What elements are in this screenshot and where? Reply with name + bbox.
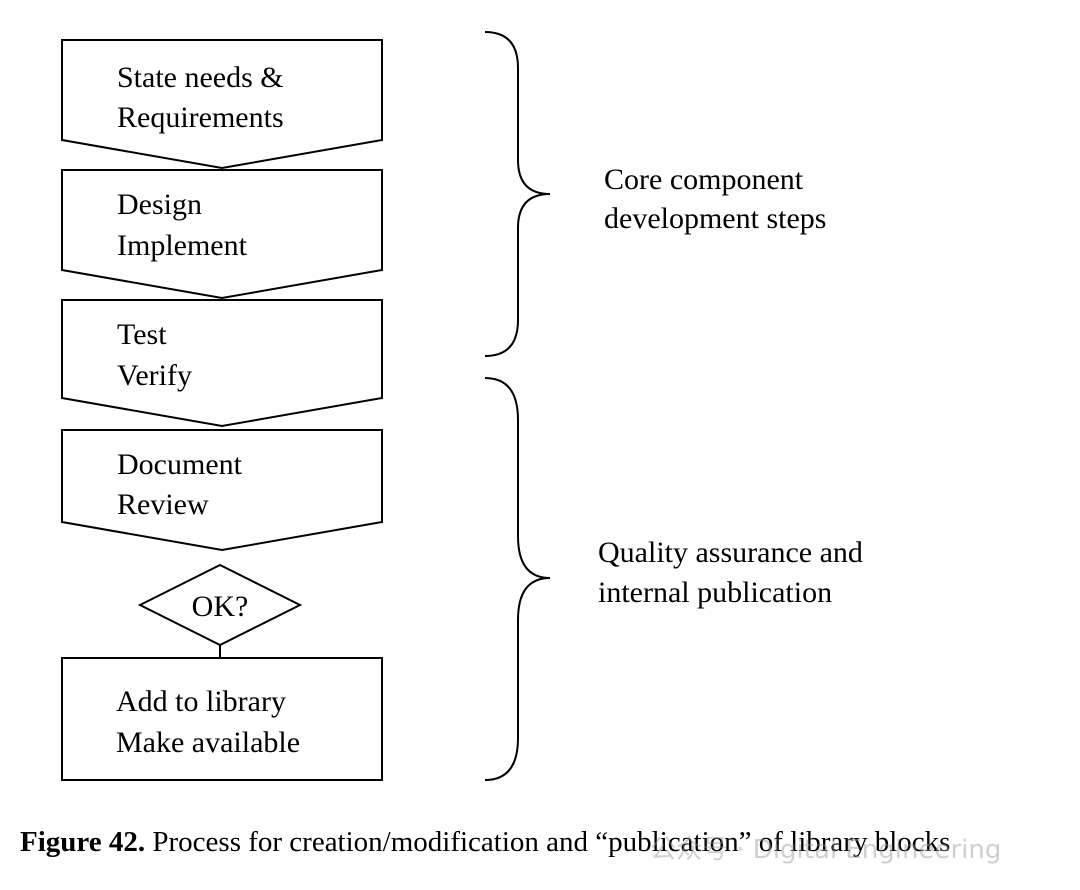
figure-caption-label: Figure 42. (20, 826, 146, 858)
step-design: Design Implement (61, 169, 383, 300)
group-label-core-line1: Core component (604, 163, 804, 196)
group-label-quality-line1: Quality assurance and (598, 536, 863, 569)
step-design-line1: Design (117, 188, 202, 221)
step-state-needs-line2: Requirements (117, 101, 284, 134)
step-add-to-library: Add to library Make available (61, 657, 383, 781)
brace-core-development (484, 31, 551, 357)
group-label-quality-line2: internal publication (598, 576, 832, 609)
group-label-core-line2: development steps (604, 202, 826, 235)
figure-caption: Figure 42. Process for creation/modifica… (20, 826, 1080, 859)
group-label-quality: Quality assurance and internal publicati… (598, 536, 863, 609)
figure-caption-text: Process for creation/modification and “p… (152, 826, 951, 858)
step-add-to-library-line2: Make available (116, 726, 300, 759)
step-document-line1: Document (117, 448, 243, 481)
step-state-needs-line1: State needs & (117, 61, 284, 94)
step-state-needs: State needs & Requirements (61, 39, 383, 170)
step-test: Test Verify (61, 299, 383, 428)
step-test-line2: Verify (117, 359, 192, 392)
step-document: Document Review (61, 429, 383, 552)
group-label-core: Core component development steps (604, 163, 826, 235)
decision-ok: OK? (137, 563, 303, 647)
step-test-line1: Test (117, 318, 167, 351)
step-document-line2: Review (117, 488, 209, 521)
step-design-line2: Implement (117, 229, 248, 262)
step-add-to-library-line1: Add to library (116, 685, 286, 718)
watermark: 公众号 · Digital Engineering (650, 835, 1002, 865)
brace-quality-assurance (484, 377, 551, 781)
decision-ok-label: OK? (192, 590, 249, 623)
